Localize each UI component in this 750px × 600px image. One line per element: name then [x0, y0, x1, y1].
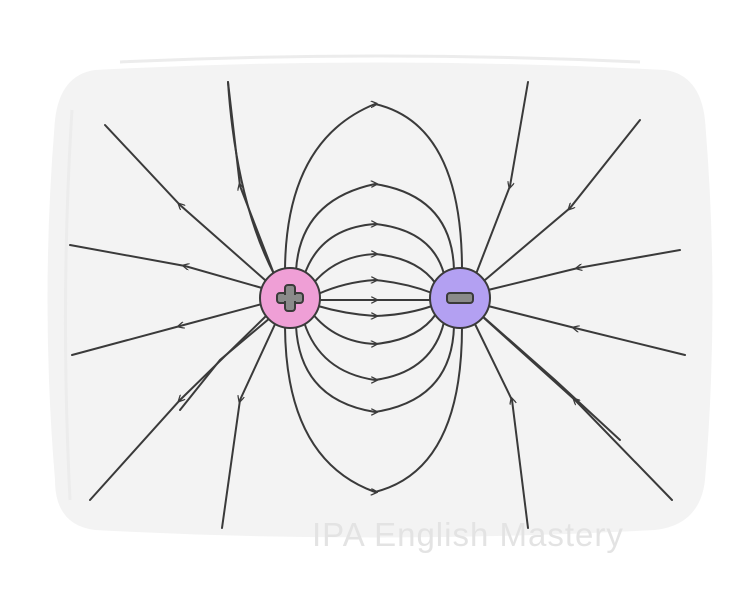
- field-line-arc: [311, 312, 437, 344]
- positive-charge: [259, 267, 321, 329]
- field-line-arc: [295, 325, 455, 412]
- plus-icon: [276, 284, 304, 312]
- field-line-outward: [221, 321, 277, 529]
- field-line-outward: [71, 303, 263, 356]
- field-line-arc: [303, 224, 445, 277]
- field-line-outward: [69, 244, 263, 289]
- field-line-inward: [473, 321, 529, 529]
- field-lines: [69, 81, 686, 529]
- minus-icon: [446, 292, 474, 304]
- field-line-arc: [303, 321, 445, 380]
- field-line-arc: [295, 184, 455, 272]
- panel-sketch-stroke: [63, 109, 74, 501]
- panel-sketch-stroke: [119, 54, 641, 64]
- field-line-arc: [317, 305, 433, 316]
- field-line-arc: [284, 104, 463, 271]
- field-line-inward: [487, 249, 681, 291]
- field-line-outward: [179, 317, 271, 411]
- field-line-outward: [227, 81, 275, 275]
- watermark: IPA English Mastery: [312, 516, 624, 553]
- field-line-arc: [311, 254, 437, 286]
- field-line-arc: [284, 326, 463, 492]
- field-line-inward: [487, 305, 686, 356]
- field-line-inward: [484, 119, 641, 281]
- field-line-outward: [89, 315, 267, 501]
- negative-charge: [429, 267, 491, 329]
- field-line-outward: [104, 124, 266, 281]
- field-line-inward: [475, 81, 529, 275]
- field-line-arc: [317, 280, 433, 295]
- field-line-inward: [479, 313, 621, 441]
